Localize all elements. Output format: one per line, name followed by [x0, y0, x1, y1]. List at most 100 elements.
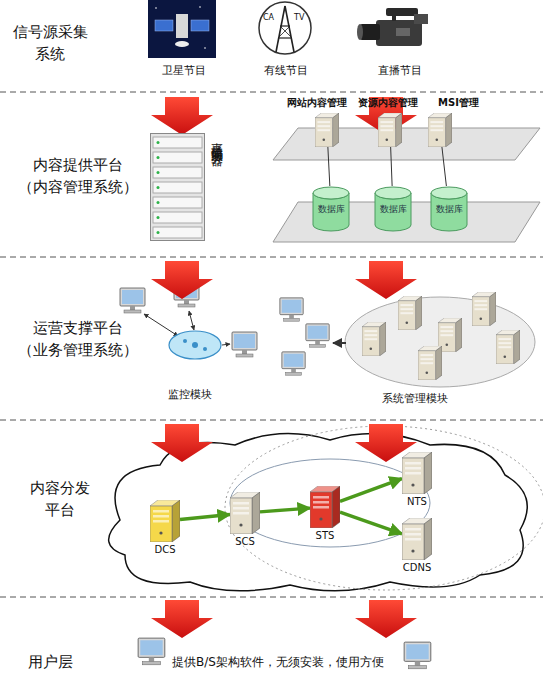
satellite-body — [176, 14, 188, 38]
server-icon — [418, 346, 442, 380]
loop-ellipse — [230, 459, 430, 547]
hub-dot — [203, 347, 207, 351]
srv-icon — [315, 113, 339, 147]
node-label: 数据库 — [312, 204, 350, 215]
node-label: STS — [316, 530, 335, 542]
database-cylinder: 数据库 — [312, 186, 350, 232]
tower-brace — [278, 26, 290, 38]
srv-icon — [310, 486, 340, 528]
computer-icon — [306, 324, 329, 347]
server-node: CDNS — [402, 518, 432, 560]
camera-icon — [357, 8, 428, 46]
solar-panel — [191, 20, 209, 31]
server-icon — [362, 322, 386, 356]
node-label: 数据库 — [430, 204, 468, 215]
star — [199, 6, 201, 8]
computer-icon — [404, 642, 431, 669]
srv-icon — [310, 486, 340, 528]
layer-title: 内容提供平台 （内容管理系统） — [10, 155, 145, 199]
layer-title: 运营支撑平台 （业务管理系统） — [10, 318, 145, 362]
computer-icon — [138, 638, 165, 665]
srv-icon — [378, 113, 402, 147]
node-label: 直播编码服务器 — [210, 133, 224, 147]
separator-line — [0, 597, 543, 598]
tower-circle — [259, 2, 311, 54]
satellite-bg — [148, 0, 216, 58]
server-icon — [496, 330, 520, 364]
srv-icon — [230, 492, 260, 534]
srv-icon — [150, 500, 180, 542]
connector — [340, 479, 402, 502]
node-label: SCS — [235, 536, 255, 548]
connector — [442, 147, 446, 186]
source-caption: 卫星节目 — [152, 64, 216, 77]
server-node: NTS — [402, 452, 432, 494]
server-node: DCS — [150, 500, 180, 542]
node-label: CDNS — [403, 562, 432, 574]
computer-icon — [232, 332, 257, 357]
red-arrow — [151, 600, 213, 638]
srv-icon — [428, 113, 452, 147]
srv-icon — [402, 518, 432, 560]
db-icon — [375, 187, 411, 231]
tower-bar — [280, 25, 290, 26]
module-caption: 系统管理模块 — [365, 392, 465, 405]
srv-icon — [150, 500, 180, 542]
rack-icon — [150, 133, 205, 241]
camera-handle — [386, 8, 418, 16]
srv-icon — [402, 452, 432, 494]
srv-icon — [230, 492, 260, 534]
connector — [328, 147, 330, 186]
hub-ellipse — [169, 331, 221, 359]
server-box: 网站内容管理 — [315, 113, 339, 147]
server-pool — [345, 297, 535, 387]
computer-icon — [282, 352, 305, 375]
solar-panel — [155, 20, 173, 31]
computer-icon — [280, 298, 303, 321]
tower-brace — [280, 26, 292, 38]
server-box: MSI管理 — [428, 113, 452, 147]
server-box: 资源内容管理 — [378, 113, 402, 147]
source-caption: 直播节目 — [368, 64, 432, 77]
note-text: 提供B/S架构软件，无须安装，使用方便 — [172, 655, 422, 669]
system-module-illustration — [280, 292, 535, 387]
connector — [260, 508, 310, 512]
node-label: MSI管理 — [438, 97, 479, 109]
node-label: 网站内容管理 — [287, 97, 347, 109]
red-arrow — [355, 600, 417, 638]
node-label: NTS — [407, 496, 427, 508]
camera-viewfinder — [414, 14, 428, 24]
srv-icon — [402, 518, 432, 560]
srv-icon — [378, 113, 402, 147]
separator-line — [0, 420, 543, 421]
link-arrow — [333, 342, 346, 344]
catv-icon — [259, 2, 311, 54]
red-arrow — [355, 261, 417, 299]
separator-lines — [0, 92, 543, 597]
layer-title: 用户层 — [28, 652, 108, 674]
icon-text: TV — [294, 13, 310, 23]
layer-title: 信号源采集 系统 — [8, 22, 92, 66]
separator-line — [0, 257, 543, 258]
separator-line — [0, 92, 543, 93]
module-caption: 监控模块 — [150, 388, 230, 401]
db-icon — [313, 187, 349, 231]
computer-icon — [120, 288, 145, 313]
node-label: 数据库 — [374, 204, 412, 215]
hub-dot — [192, 342, 198, 348]
platform-plane — [273, 128, 540, 160]
encoder-rack: 直播编码服务器 — [150, 133, 205, 241]
tower-leg — [285, 6, 294, 52]
satellite-dish — [175, 41, 189, 47]
star — [204, 47, 206, 49]
layer-title: 内容分发 平台 — [18, 478, 102, 522]
database-cylinder: 数据库 — [430, 186, 468, 232]
camera-handle-post — [392, 16, 396, 21]
link-line — [189, 311, 194, 330]
rack-icon — [151, 134, 205, 241]
tower-bar — [278, 37, 292, 38]
server-icon — [472, 292, 496, 326]
db-icon — [431, 187, 467, 231]
source-caption: 有线节目 — [254, 64, 318, 77]
